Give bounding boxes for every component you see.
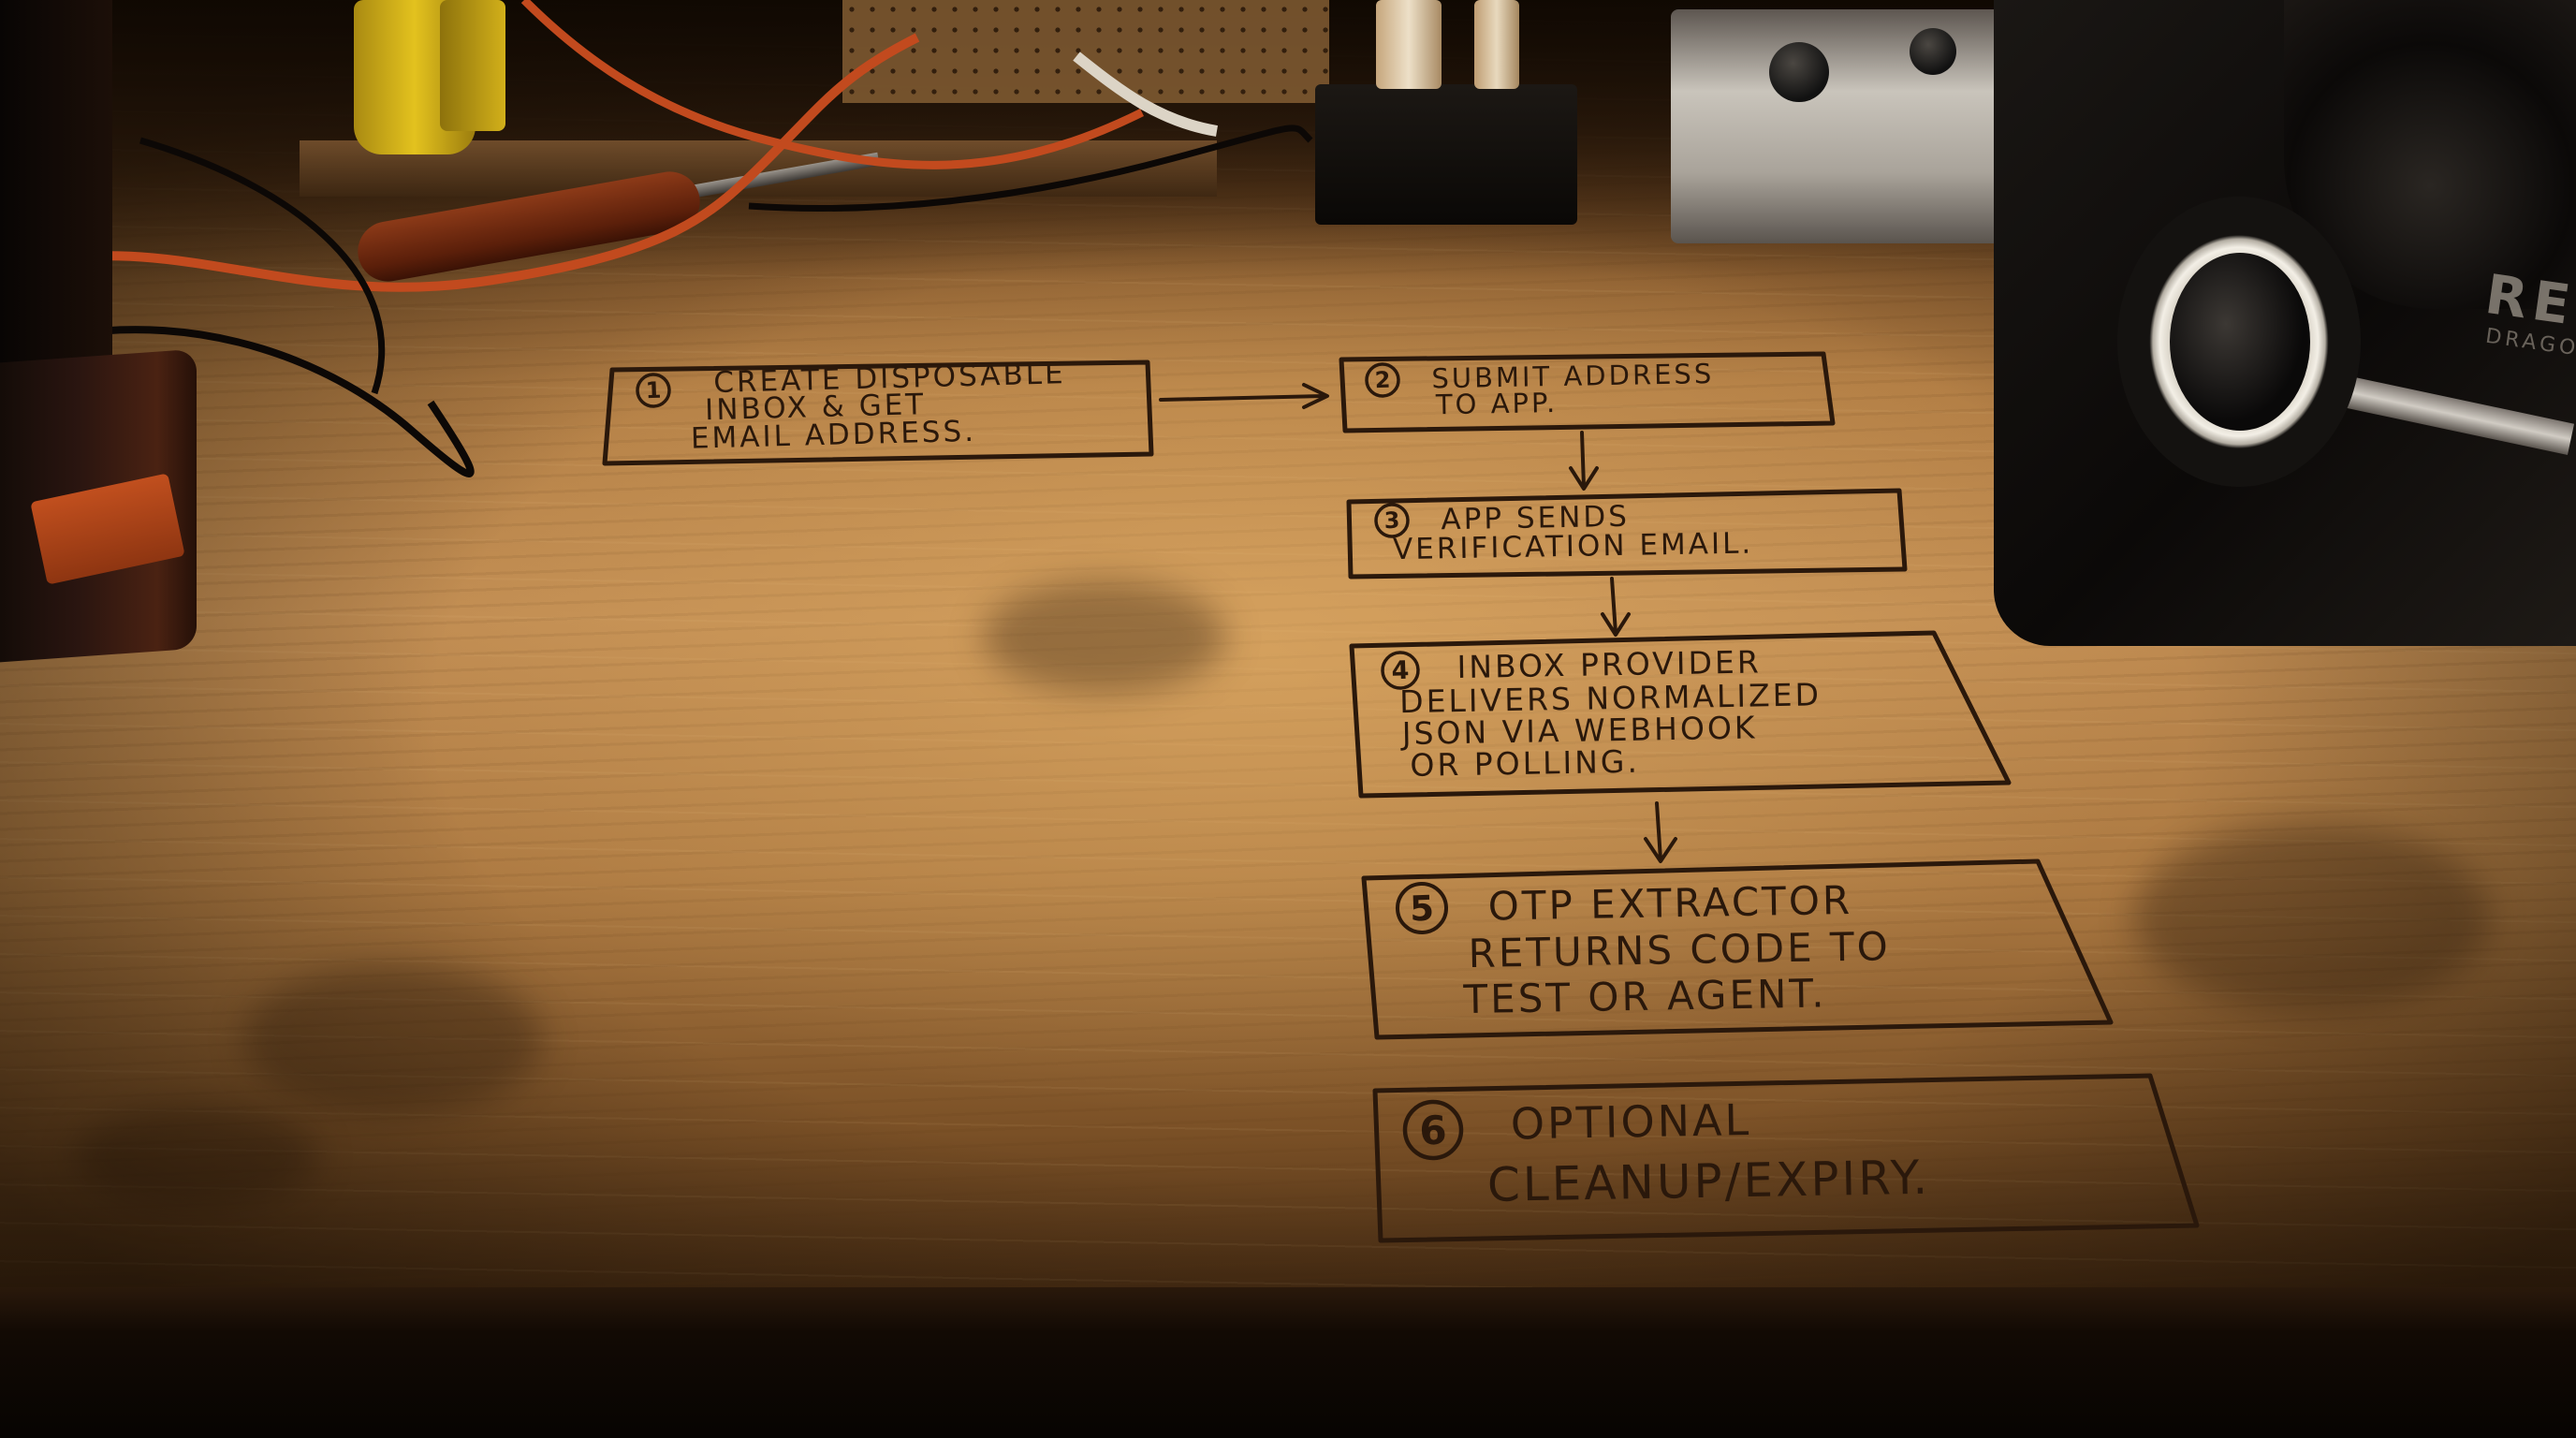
arrow-2-to-3 bbox=[1569, 431, 1599, 491]
step-4-box: 4 INBOX PROVIDER DELIVERS NORMALIZED JSO… bbox=[1349, 630, 2012, 799]
step-5-box: 5 OTP EXTRACTOR RETURNS CODE TO TEST OR … bbox=[1361, 858, 2114, 1040]
step-line: DELIVERS NORMALIZED bbox=[1399, 676, 1822, 720]
step-line: OTP EXTRACTOR bbox=[1487, 877, 1852, 930]
step-3-box: 3 APP SENDS VERIFICATION EMAIL. bbox=[1346, 488, 1908, 580]
step-number-badge: 5 bbox=[1396, 882, 1448, 934]
step-6-box: 6 OPTIONAL CLEANUP/EXPIRY. bbox=[1372, 1073, 2200, 1243]
step-line: OPTIONAL bbox=[1510, 1094, 1751, 1149]
step-number: 6 bbox=[1419, 1108, 1448, 1154]
arrowhead-icon bbox=[1644, 837, 1677, 863]
electronics-box-icon bbox=[1315, 84, 1577, 225]
step-number: 5 bbox=[1409, 888, 1434, 930]
arrowhead-icon bbox=[1601, 612, 1631, 637]
step-line: TO APP. bbox=[1435, 387, 1559, 420]
arrow-3-to-4 bbox=[1601, 577, 1631, 637]
arrow-line bbox=[1580, 431, 1586, 489]
step-line: INBOX PROVIDER bbox=[1456, 643, 1762, 685]
step-2-box: 2 SUBMIT ADDRESS TO APP. bbox=[1339, 351, 1836, 433]
step-box-outline bbox=[1361, 858, 2114, 1040]
step-box-outline bbox=[1372, 1073, 2200, 1243]
cable-icon bbox=[520, 0, 1145, 169]
step-number: 1 bbox=[645, 377, 662, 404]
step-number-badge: 1 bbox=[636, 373, 671, 408]
step-line: TEST OR AGENT. bbox=[1462, 970, 1827, 1022]
arrow-line bbox=[1159, 394, 1326, 402]
step-number-badge: 3 bbox=[1374, 503, 1410, 538]
component-post bbox=[1376, 0, 1442, 89]
arrowhead-icon bbox=[1302, 383, 1329, 409]
step-line: VERIFICATION EMAIL. bbox=[1393, 526, 1754, 566]
yellow-tool-icon bbox=[440, 0, 505, 131]
knob bbox=[1769, 42, 1829, 102]
step-number: 4 bbox=[1391, 656, 1410, 686]
step-number-badge: 4 bbox=[1381, 651, 1420, 690]
step-box-outline bbox=[1346, 488, 1908, 580]
arrow-line bbox=[1655, 801, 1662, 861]
step-number-badge: 6 bbox=[1402, 1099, 1464, 1161]
step-number-badge: 2 bbox=[1365, 362, 1400, 398]
cable-icon bbox=[748, 125, 1313, 213]
bench-front-edge bbox=[0, 1287, 2576, 1438]
step-number: 2 bbox=[1374, 367, 1391, 394]
cable-icon bbox=[1073, 51, 1218, 137]
arrow-4-to-5 bbox=[1644, 801, 1677, 863]
arrowhead-icon bbox=[1569, 466, 1599, 491]
step-line: INBOX & GET bbox=[705, 388, 927, 427]
step-box-outline bbox=[1349, 630, 2012, 799]
arrow-1-to-2 bbox=[1159, 383, 1329, 409]
silver-device bbox=[1671, 9, 2027, 243]
step-box-outline bbox=[602, 360, 1154, 466]
step-line: SUBMIT ADDRESS bbox=[1431, 358, 1714, 394]
cable-icon bbox=[37, 33, 920, 292]
pegboard bbox=[842, 0, 1329, 103]
step-line: APP SENDS bbox=[1441, 500, 1630, 537]
follow-focus-knob bbox=[2170, 253, 2310, 431]
component-post bbox=[1474, 0, 1519, 89]
battery-shadow bbox=[0, 0, 112, 393]
arrow-line bbox=[1610, 577, 1617, 635]
knob bbox=[1910, 28, 1956, 75]
step-line: JSON VIA WEBHOOK bbox=[1399, 709, 1757, 752]
step-1-box: 1 CREATE DISPOSABLE INBOX & GET EMAIL AD… bbox=[602, 357, 1154, 466]
step-number: 3 bbox=[1383, 507, 1400, 535]
step-line: OR POLLING. bbox=[1410, 743, 1640, 784]
step-line: CLEANUP/EXPIRY. bbox=[1486, 1151, 1930, 1212]
step-box-outline bbox=[1339, 351, 1836, 433]
step-line: RETURNS CODE TO bbox=[1468, 923, 1891, 976]
step-line: EMAIL ADDRESS. bbox=[690, 415, 976, 456]
cable-icon bbox=[139, 137, 386, 395]
cable-icon bbox=[55, 326, 475, 477]
